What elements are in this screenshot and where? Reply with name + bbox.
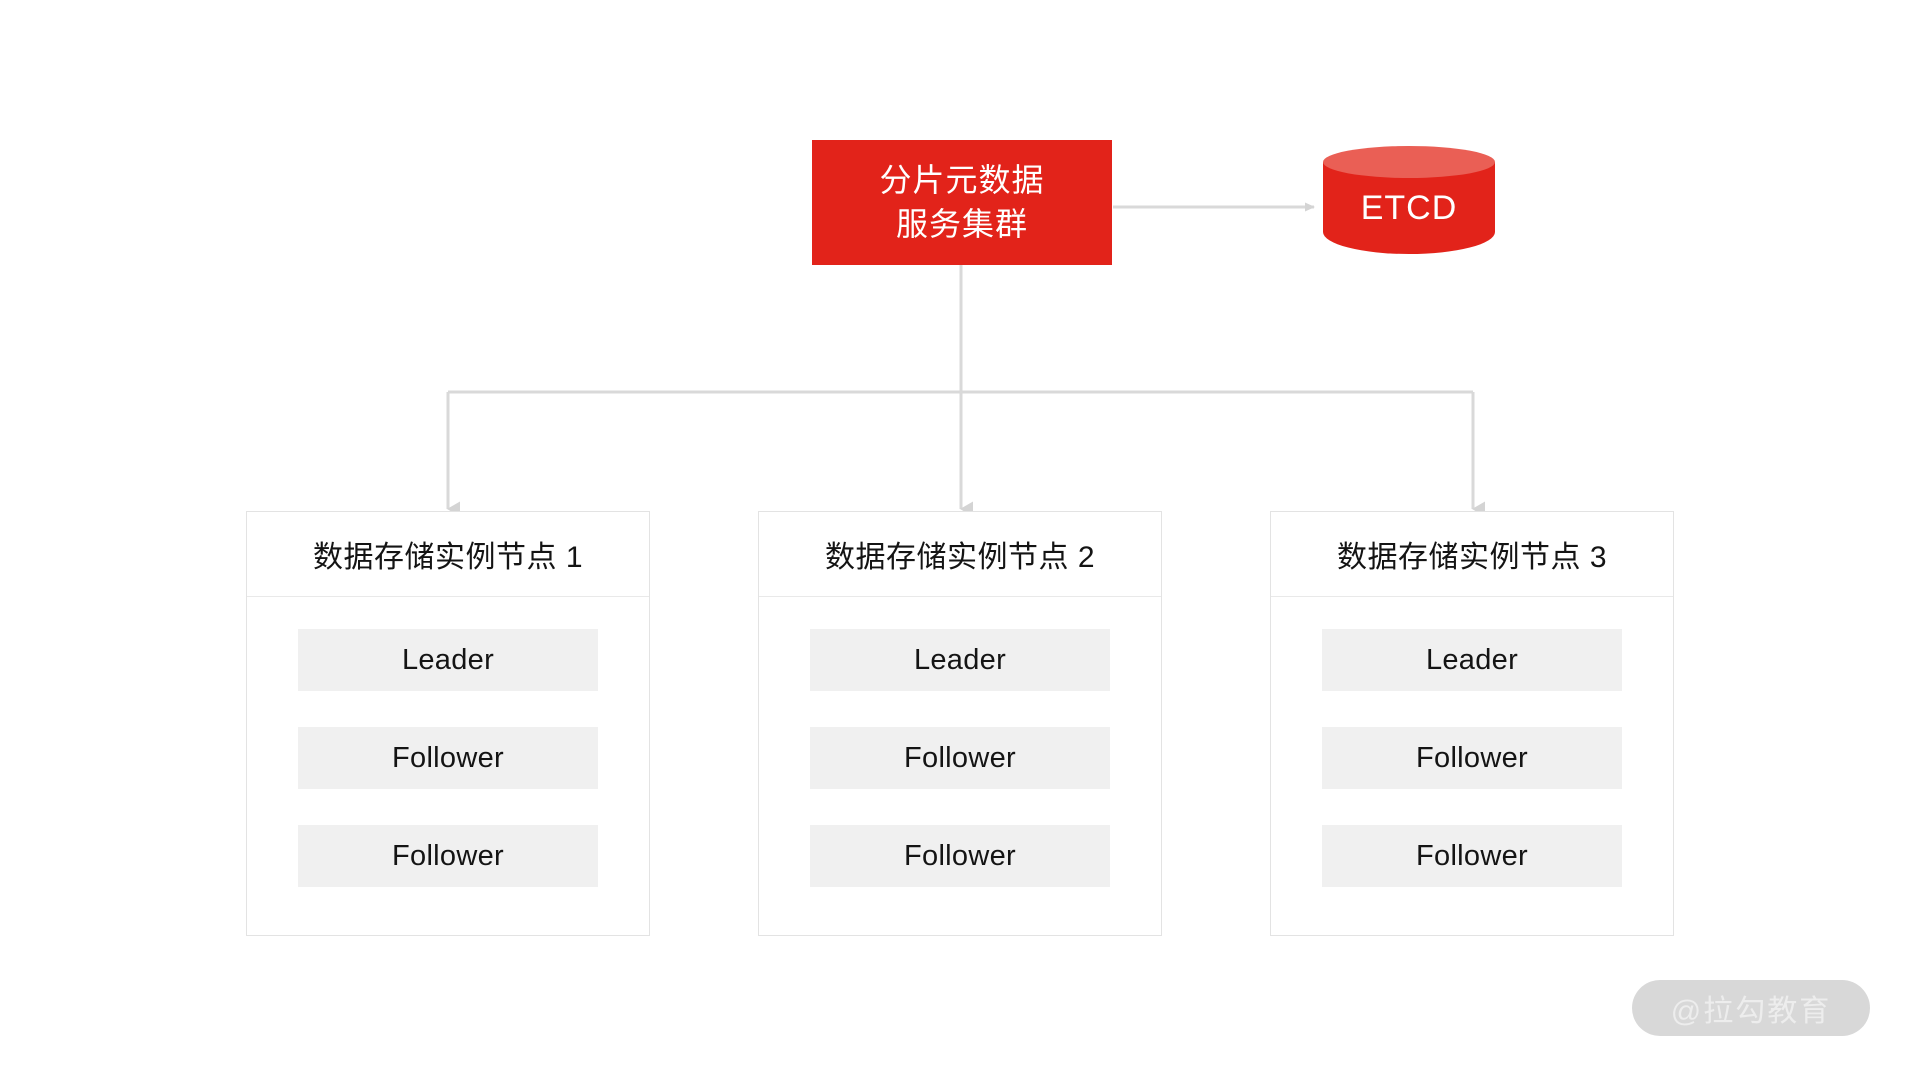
meta-data-service-cluster-label-line1: 分片元数据 bbox=[879, 162, 1045, 199]
meta-data-service-cluster-box[interactable]: 分片元数据 服务集群 bbox=[812, 140, 1112, 265]
role-chip-leader[interactable]: Leader bbox=[1322, 629, 1622, 691]
role-chip-leader[interactable]: Leader bbox=[810, 629, 1110, 691]
role-chip-follower[interactable]: Follower bbox=[298, 825, 598, 887]
meta-data-service-cluster-label-line2: 服务集群 bbox=[895, 205, 1028, 242]
storage-node-title-1: 数据存储实例节点 1 bbox=[247, 512, 649, 597]
role-chip-leader[interactable]: Leader bbox=[298, 629, 598, 691]
watermark-badge: @拉勾教育 bbox=[1632, 980, 1870, 1036]
storage-node-roles-3: Leader Follower Follower bbox=[1271, 597, 1673, 935]
storage-node-roles-1: Leader Follower Follower bbox=[247, 597, 649, 935]
role-chip-follower[interactable]: Follower bbox=[810, 727, 1110, 789]
watermark-text: @拉勾教育 bbox=[1670, 995, 1832, 1028]
role-chip-follower[interactable]: Follower bbox=[1322, 727, 1622, 789]
storage-node-box-3[interactable]: 数据存储实例节点 3 Leader Follower Follower bbox=[1270, 511, 1674, 936]
role-chip-follower[interactable]: Follower bbox=[810, 825, 1110, 887]
storage-node-box-1[interactable]: 数据存储实例节点 1 Leader Follower Follower bbox=[246, 511, 650, 936]
storage-node-roles-2: Leader Follower Follower bbox=[759, 597, 1161, 935]
storage-node-title-3: 数据存储实例节点 3 bbox=[1271, 512, 1673, 597]
storage-node-title-2: 数据存储实例节点 2 bbox=[759, 512, 1161, 597]
storage-node-box-2[interactable]: 数据存储实例节点 2 Leader Follower Follower bbox=[758, 511, 1162, 936]
role-chip-follower[interactable]: Follower bbox=[1322, 825, 1622, 887]
role-chip-follower[interactable]: Follower bbox=[298, 727, 598, 789]
etcd-label: ETCD bbox=[1360, 188, 1458, 227]
cylinder-top-ellipse-icon bbox=[1323, 146, 1495, 178]
etcd-database-cylinder[interactable]: ETCD bbox=[1323, 146, 1495, 262]
